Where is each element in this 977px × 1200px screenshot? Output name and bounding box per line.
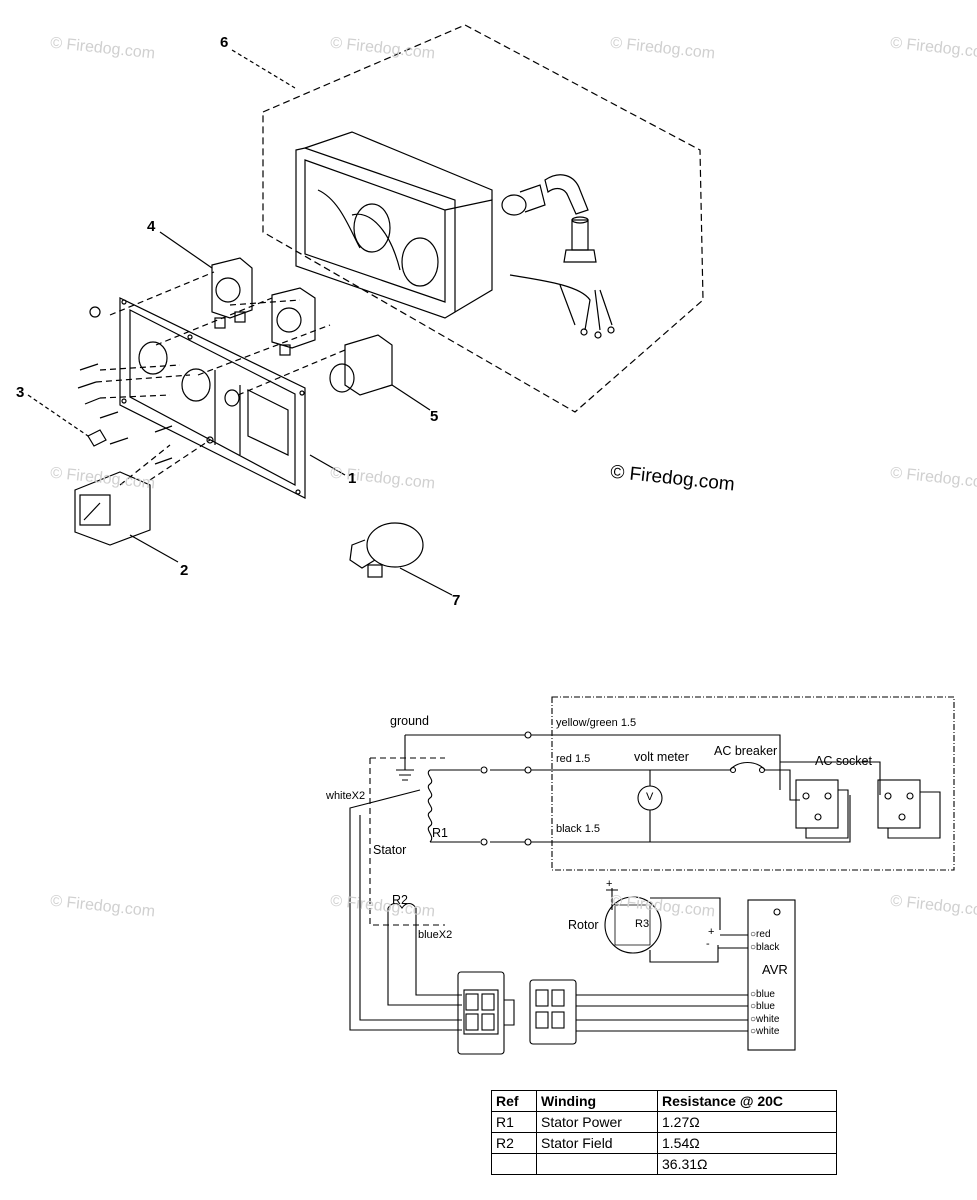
table-cell: Stator Power bbox=[536, 1111, 658, 1133]
label-r2: R2 bbox=[392, 893, 408, 907]
table-cell: 1.27Ω bbox=[657, 1111, 837, 1133]
wire-yellow-green bbox=[405, 734, 781, 790]
stator-coil-r2 bbox=[387, 902, 417, 909]
label-ac-breaker: AC breaker bbox=[714, 744, 778, 758]
stator-coil-r1 bbox=[427, 769, 433, 843]
avr-pin-label: ○white bbox=[750, 1014, 780, 1025]
avr-screw bbox=[773, 908, 781, 916]
label-r3: R3 bbox=[635, 918, 650, 930]
part-label-7: 7 bbox=[452, 592, 461, 609]
label-ac-socket: AC socket bbox=[815, 754, 872, 768]
plug-connector-left bbox=[457, 971, 515, 1055]
label-rotor: Rotor bbox=[568, 918, 599, 932]
label-minus: - bbox=[706, 938, 710, 950]
table-row: R2 Stator Field 1.54Ω bbox=[491, 1132, 837, 1154]
breaker-part-5 bbox=[329, 334, 393, 396]
avr-pin-label: ○blue bbox=[750, 1001, 775, 1012]
rotor-symbol bbox=[604, 888, 748, 963]
screws bbox=[77, 306, 173, 465]
outlet-part-4 bbox=[211, 257, 253, 329]
wire-connectors bbox=[480, 731, 766, 846]
label-r1: R1 bbox=[432, 826, 448, 840]
label-volt-meter: volt meter bbox=[634, 750, 689, 764]
label-white-x2: whiteX2 bbox=[326, 790, 366, 802]
table-header-row: Ref Winding Resistance @ 20C bbox=[491, 1090, 837, 1112]
part-label-3: 3 bbox=[16, 384, 25, 401]
assembly-6-boundary bbox=[262, 24, 704, 413]
ground-symbol bbox=[396, 735, 414, 781]
table-header-cell: Winding bbox=[536, 1090, 658, 1112]
control-box-housing bbox=[295, 131, 493, 319]
volt-meter-glyph: V bbox=[646, 791, 654, 803]
resistance-table: Ref Winding Resistance @ 20C R1 Stator P… bbox=[491, 1090, 837, 1175]
label-blue-x2: blueX2 bbox=[418, 929, 453, 941]
table-row: 36.31Ω bbox=[491, 1153, 837, 1175]
wire-blue-x2 bbox=[387, 908, 462, 1006]
table-cell: R2 bbox=[491, 1132, 537, 1154]
label-yellow-green: yellow/green 1.5 bbox=[556, 717, 637, 729]
table-cell: 36.31Ω bbox=[657, 1153, 837, 1175]
label-black: black 1.5 bbox=[556, 823, 601, 835]
stator-boundary bbox=[369, 757, 445, 926]
avr-box bbox=[747, 899, 796, 1051]
leader-lines bbox=[27, 49, 453, 596]
screw-part-3 bbox=[87, 429, 107, 447]
wire-socket-link bbox=[780, 761, 881, 795]
control-panel-part-1 bbox=[119, 297, 306, 499]
part-label-2: 2 bbox=[180, 562, 189, 579]
table-header-cell: Ref bbox=[491, 1090, 537, 1112]
wiring-diagram bbox=[349, 696, 955, 1055]
label-ground: ground bbox=[390, 714, 429, 728]
label-plus: + bbox=[606, 878, 613, 890]
table-cell bbox=[491, 1153, 537, 1175]
part-label-4: 4 bbox=[147, 218, 156, 235]
plug-connector-right bbox=[529, 979, 577, 1045]
meter-part-2 bbox=[74, 471, 151, 546]
avr-pin-label: ○blue bbox=[750, 989, 775, 1000]
label-red: red 1.5 bbox=[556, 753, 591, 765]
table-header-cell: Resistance @ 20C bbox=[657, 1090, 837, 1112]
switch-part-7 bbox=[349, 522, 424, 578]
part-label-1: 1 bbox=[348, 470, 357, 487]
ac-socket-right bbox=[877, 779, 941, 839]
wire-black bbox=[430, 795, 851, 843]
table-cell bbox=[536, 1153, 658, 1175]
avr-pin-label: ○white bbox=[750, 1026, 780, 1037]
avr-pin-label: ○black bbox=[750, 942, 780, 953]
grommet-parts bbox=[501, 174, 615, 339]
part-label-5: 5 bbox=[430, 408, 439, 425]
label-stator: Stator bbox=[373, 843, 407, 857]
avr-pin-label: ○red bbox=[750, 929, 771, 940]
table-cell: Stator Field bbox=[536, 1132, 658, 1154]
wire-white-x2 bbox=[349, 789, 462, 1031]
assembly-lines bbox=[95, 271, 346, 486]
exploded-view bbox=[27, 24, 704, 596]
table-row: R1 Stator Power 1.27Ω bbox=[491, 1111, 837, 1133]
label-avr: AVR bbox=[762, 962, 788, 977]
socket-panel-box bbox=[551, 696, 955, 871]
label-plus: + bbox=[708, 926, 715, 938]
wire-red bbox=[430, 769, 800, 801]
volt-meter-symbol bbox=[637, 785, 663, 811]
part-label-6: 6 bbox=[220, 34, 229, 51]
wire-avr-bundle bbox=[576, 994, 748, 1032]
ac-socket-left bbox=[795, 779, 849, 839]
table-cell: 1.54Ω bbox=[657, 1132, 837, 1154]
outlet-part-lower bbox=[271, 287, 316, 356]
table-cell: R1 bbox=[491, 1111, 537, 1133]
